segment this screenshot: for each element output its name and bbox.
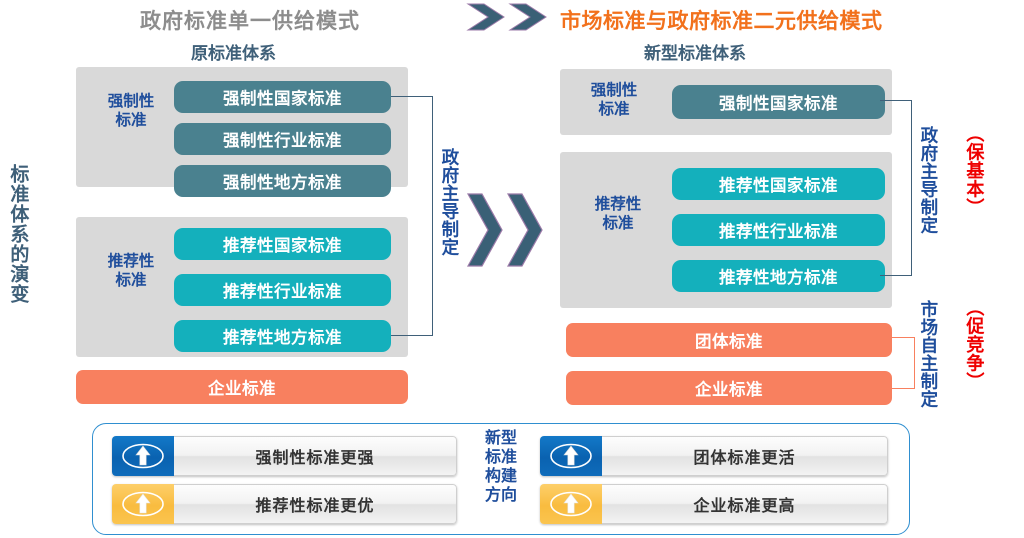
- legend-item-label: 企业标准更高: [602, 484, 888, 524]
- up-arrow-icon: [550, 491, 592, 517]
- legend-item-enterprise-higher[interactable]: 企业标准更高: [540, 484, 888, 524]
- left-mandatory-group-label: 强制性 标准: [107, 93, 155, 129]
- chevron-right-icon: [506, 193, 543, 267]
- right-market-bracket-note: （促竞争）: [964, 298, 985, 391]
- right-item-recommended-local[interactable]: 推荐性地方标准: [672, 260, 885, 292]
- left-government-bracket: [391, 96, 433, 336]
- right-market-bracket: [887, 337, 915, 389]
- up-arrow-icon: [122, 491, 164, 517]
- left-recommended-group-label: 推荐性 标准: [107, 253, 155, 289]
- left-item-recommended-local[interactable]: 推荐性地方标准: [174, 320, 391, 352]
- right-association-bar[interactable]: 团体标准: [566, 323, 892, 357]
- legend-item-label: 团体标准更活: [602, 436, 888, 476]
- legend-badge-color-blue: [112, 436, 174, 476]
- right-government-bracket-note: （保基本）: [964, 124, 985, 217]
- right-item-mandatory-national[interactable]: 强制性国家标准: [672, 85, 885, 119]
- top-transition-arrows: [466, 3, 548, 31]
- chevron-right-icon: [466, 193, 503, 267]
- legend-item-association-flexible[interactable]: 团体标准更活: [540, 436, 888, 476]
- left-item-mandatory-industry[interactable]: 强制性行业标准: [174, 123, 391, 155]
- right-mandatory-group-label: 强制性 标准: [590, 82, 638, 118]
- right-enterprise-bar[interactable]: 企业标准: [566, 371, 892, 405]
- left-item-recommended-national[interactable]: 推荐性国家标准: [174, 228, 391, 260]
- legend-badge-color-amber: [112, 484, 174, 524]
- right-panel-title: 市场标准与政府标准二元供给模式: [560, 10, 883, 33]
- legend-center-label: 新型 标准 构建 方向: [484, 430, 517, 504]
- left-bracket-label: 政府主导制定: [439, 148, 460, 256]
- right-item-recommended-industry[interactable]: 推荐性行业标准: [672, 214, 885, 246]
- up-arrow-icon: [550, 443, 592, 469]
- legend-badge-color-blue: [540, 436, 602, 476]
- right-government-bracket: [880, 100, 912, 276]
- right-recommended-group-label: 推荐性 标准: [594, 196, 642, 232]
- legend-item-label: 推荐性标准更优: [174, 484, 457, 524]
- right-government-bracket-label: 政府主导制定: [918, 126, 939, 234]
- legend-item-mandatory-stronger[interactable]: 强制性标准更强: [112, 436, 457, 476]
- chevron-right-icon: [466, 3, 505, 31]
- up-arrow-icon: [122, 443, 164, 469]
- side-label-standard-evolution: 标准体系的演变: [7, 164, 29, 304]
- left-panel-subtitle: 原标准体系: [191, 44, 276, 63]
- left-enterprise-bar[interactable]: 企业标准: [76, 370, 408, 404]
- legend-item-label: 强制性标准更强: [174, 436, 457, 476]
- legend-badge-color-amber: [540, 484, 602, 524]
- right-panel-subtitle: 新型标准体系: [644, 44, 746, 63]
- right-market-bracket-label: 市场自主制定: [918, 300, 939, 408]
- left-item-mandatory-local[interactable]: 强制性地方标准: [174, 165, 391, 197]
- left-item-recommended-industry[interactable]: 推荐性行业标准: [174, 274, 391, 306]
- left-item-mandatory-national[interactable]: 强制性国家标准: [174, 81, 391, 113]
- legend-item-recommended-better[interactable]: 推荐性标准更优: [112, 484, 457, 524]
- right-item-recommended-national[interactable]: 推荐性国家标准: [672, 168, 885, 200]
- middle-transition-arrows: [466, 192, 544, 268]
- chevron-right-icon: [508, 3, 547, 31]
- left-panel-title: 政府标准单一供给模式: [140, 10, 360, 33]
